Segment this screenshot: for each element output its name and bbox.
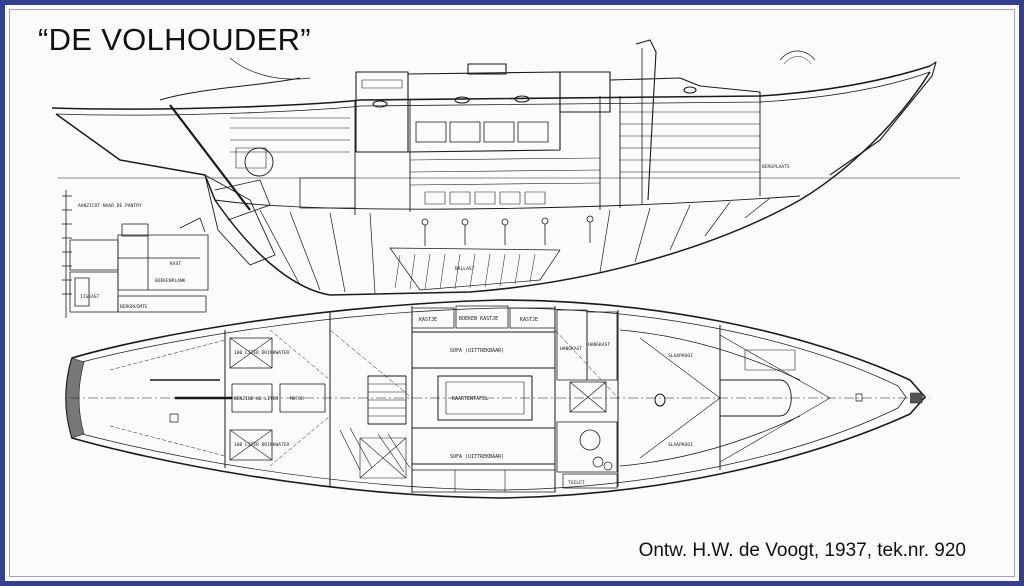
- label-bergplaats: BERGPLAATS: [762, 164, 790, 170]
- sheer-line: [51, 65, 931, 110]
- label-toilet: TOILET: [568, 480, 585, 486]
- label-boekenkastje: BOEKEN KASTJE: [459, 316, 498, 322]
- label-kaartentafel: KAARTENTAFEL: [452, 396, 488, 402]
- plan-hull-outline: [65, 299, 926, 499]
- drawing-caption: Ontw. H.W. de Voogt, 1937, tek.nr. 920: [638, 540, 966, 561]
- side-elevation: [51, 39, 960, 296]
- label-kastje-2: KASTJE: [520, 317, 538, 323]
- label-tank-top: 100 LITER DRINKWATER: [234, 350, 290, 356]
- label-sofa-top: SOFA (UITTREKBAAR): [450, 348, 504, 354]
- label-tank-bottom: 100 LITER DRINKWATER: [234, 442, 290, 448]
- label-kast: KAST: [170, 261, 181, 267]
- pantry-view-inset: [62, 190, 209, 318]
- label-hangkast-2: HANGKAST: [588, 342, 610, 348]
- label-boekenplank: BOEKENPLANK: [155, 278, 186, 284]
- label-kastje: KASTJE: [419, 317, 437, 323]
- label-benzine: BENZINE 60 LITER: [234, 396, 278, 402]
- label-sofa-bottom: SOFA (UITTREKBAAR): [450, 454, 504, 460]
- deck-plan: [65, 299, 930, 499]
- label-bergruimte: BERGRUIMTE: [120, 304, 148, 310]
- label-ijskast: IJSKAST: [80, 294, 100, 300]
- hull-bottom: [55, 71, 931, 296]
- label-aanzicht: AANZICHT NAAR DE PANTRY: [78, 203, 142, 209]
- drawing-title: “DE VOLHOUDER”: [38, 22, 311, 57]
- drawing-sheet: [9, 9, 1015, 577]
- label-motor: MOTOR: [290, 396, 304, 402]
- label-slaapkooi-top: SLAAPKOOI: [668, 353, 693, 359]
- label-hangkast: HANGKAST: [560, 346, 582, 352]
- label-ballast: BALLAST: [455, 266, 475, 272]
- label-slaapkooi-bottom: SLAAPKOOI: [668, 442, 693, 448]
